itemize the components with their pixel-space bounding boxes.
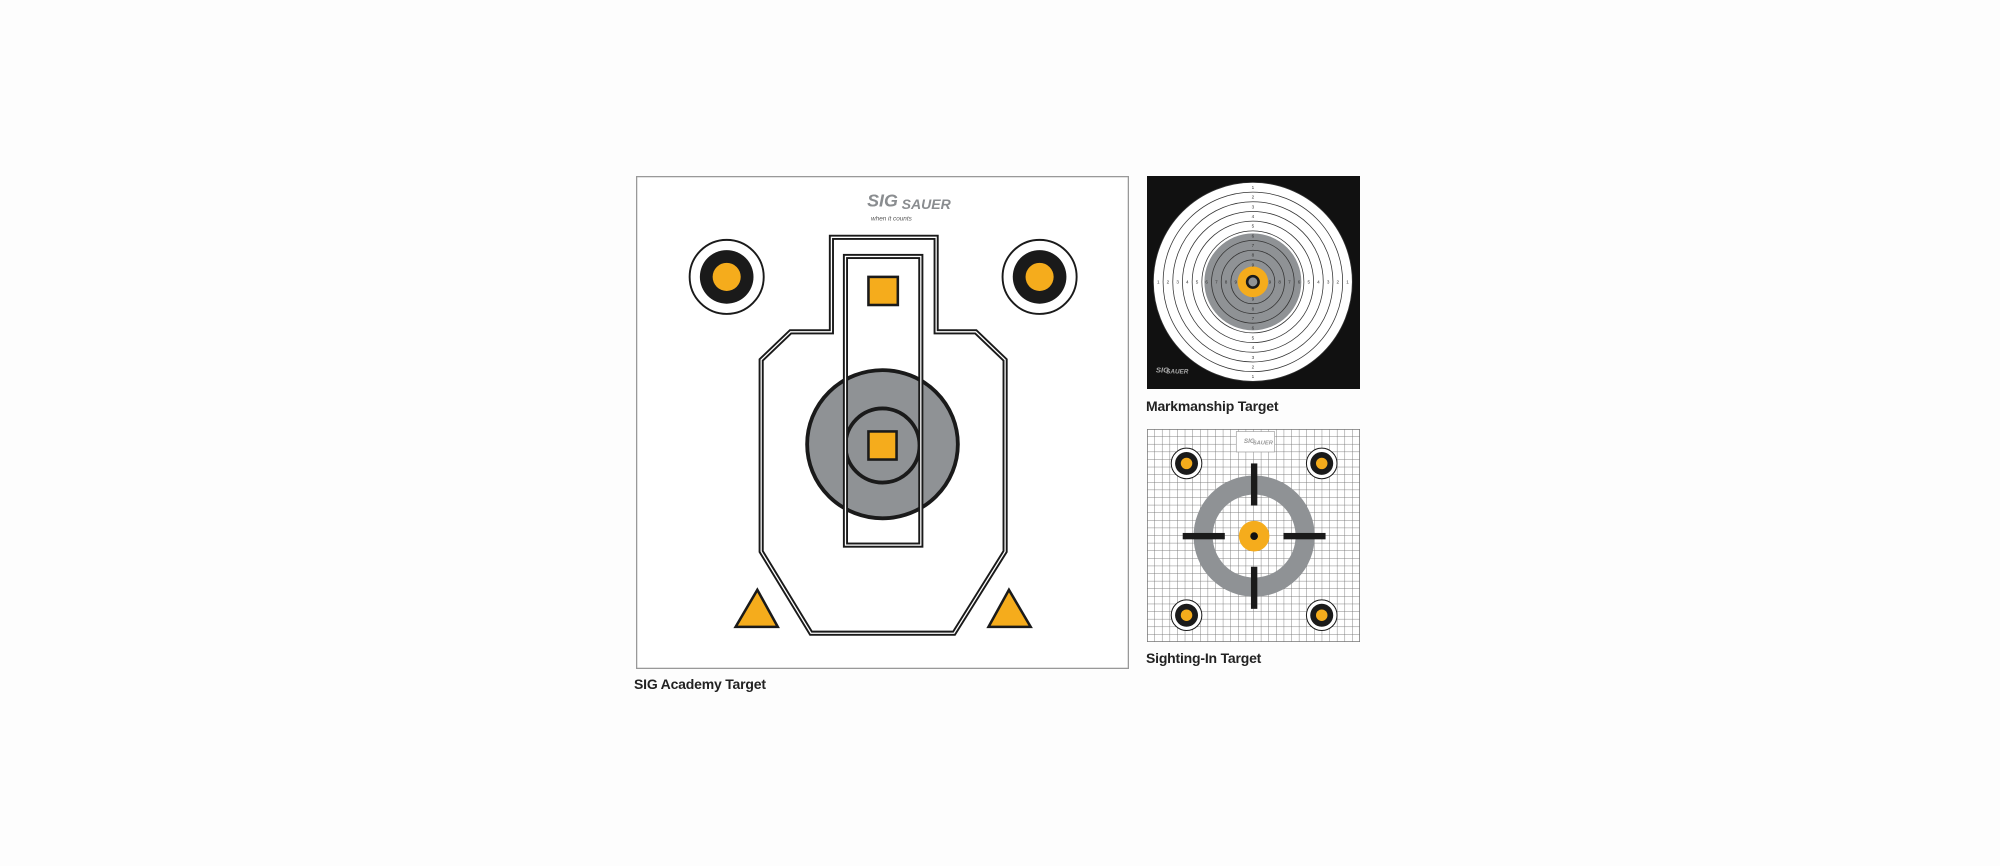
sig-academy-target-image: SIG SAUER when it counts [636, 176, 1129, 669]
ring-number: 8 [1252, 253, 1255, 258]
ring-number: 9 [1252, 262, 1255, 267]
markmanship-target: 1 1 1 1 2 2 2 2 3 3 3 3 4 4 4 4 5 5 5 5 6 6 6 6 7 7 7 7 8 8 8 8 9 9 9 9 SIG… [1147, 176, 1360, 389]
score-ring [1220, 249, 1285, 314]
ring-number: 4 [1252, 345, 1255, 350]
ring-number: 9 [1269, 280, 1272, 285]
ring-number: 6 [1252, 326, 1255, 331]
corner-bullseye [1170, 447, 1203, 480]
sighting-in-caption: Sighting-In Target [1146, 650, 1262, 666]
score-ring [1162, 191, 1344, 373]
score-ring [1191, 220, 1314, 343]
score-ring [1152, 181, 1353, 382]
crosshair [1182, 463, 1326, 609]
ring-number: 2 [1167, 280, 1170, 285]
ring-number: 3 [1176, 280, 1179, 285]
ring-number: 9 [1234, 280, 1237, 285]
sig-sauer-logo-small: SIG SAUER [1156, 365, 1189, 375]
svg-text:SAUER: SAUER [902, 196, 952, 212]
ring-number: 1 [1157, 280, 1160, 285]
orange-square-head [867, 275, 900, 307]
ring-number: 6 [1252, 233, 1255, 238]
corner-bullseye [1305, 599, 1338, 632]
ring-number: 2 [1252, 195, 1255, 200]
score-ring [1182, 211, 1324, 353]
svg-text:when it counts: when it counts [871, 216, 913, 223]
head-box [842, 253, 924, 548]
ring-number: 9 [1252, 297, 1255, 302]
corner-bullseye [1170, 599, 1203, 632]
svg-text:SIG: SIG [1156, 365, 1169, 374]
ring-number: 5 [1252, 224, 1255, 229]
ring-number: 2 [1252, 364, 1255, 369]
ring-number: 4 [1186, 280, 1189, 285]
ring-number: 6 [1205, 280, 1208, 285]
ring-number: 7 [1215, 280, 1218, 285]
ring-number: 1 [1346, 280, 1349, 285]
ring-number: 5 [1196, 280, 1199, 285]
ring-number: 3 [1252, 204, 1255, 209]
ring-number: 5 [1307, 280, 1310, 285]
svg-text:SIG: SIG [867, 191, 898, 211]
silhouette-outline [758, 234, 1008, 636]
ring-number: 1 [1252, 374, 1255, 379]
score-ring [1172, 201, 1334, 363]
ring-number: 3 [1327, 280, 1330, 285]
score-ring [1201, 230, 1305, 334]
svg-text:SAUER: SAUER [1166, 369, 1189, 376]
bullseye-left [688, 238, 765, 315]
sighting-in-target: SIG SAUER [1147, 429, 1360, 642]
markmanship-caption: Markmanship Target [1146, 398, 1279, 414]
markmanship-target-image: 1 1 1 1 2 2 2 2 3 3 3 3 4 4 4 4 5 5 5 5 6 6 6 6 7 7 7 7 8 8 8 8 9 9 9 9 SIG… [1147, 176, 1360, 389]
sig-academy-caption: SIG Academy Target [634, 676, 766, 692]
ring-number: 7 [1252, 316, 1255, 321]
sig-sauer-logo: SIG SAUER when it counts [867, 191, 952, 223]
corner-bullseye [1305, 447, 1338, 480]
score-ring [1211, 240, 1295, 324]
score-ring [1230, 259, 1276, 305]
ring-number: 4 [1317, 280, 1320, 285]
ring-number: 2 [1337, 280, 1340, 285]
ring-number: 8 [1225, 280, 1228, 285]
triangle-right [986, 587, 1033, 629]
svg-text:SIG: SIG [1244, 438, 1255, 445]
bullseye-right [1001, 238, 1078, 315]
sig-sauer-logo-box: SIG SAUER [1235, 431, 1275, 453]
ring-number: 7 [1252, 243, 1255, 248]
ring-number: 4 [1252, 214, 1255, 219]
triangle-left [733, 587, 780, 629]
sighting-in-target-image: SIG SAUER [1147, 429, 1360, 642]
ring-number: 7 [1288, 280, 1291, 285]
sig-academy-target: SIG SAUER when it counts [636, 176, 1129, 669]
orange-square-center [867, 430, 898, 461]
ring-number: 8 [1252, 306, 1255, 311]
ring-number: 6 [1298, 280, 1301, 285]
ring-number: 1 [1252, 185, 1255, 190]
ring-number: 3 [1252, 355, 1255, 360]
ring-number: 5 [1252, 335, 1255, 340]
ring-number: 8 [1278, 280, 1281, 285]
svg-text:SAUER: SAUER [1253, 440, 1274, 446]
